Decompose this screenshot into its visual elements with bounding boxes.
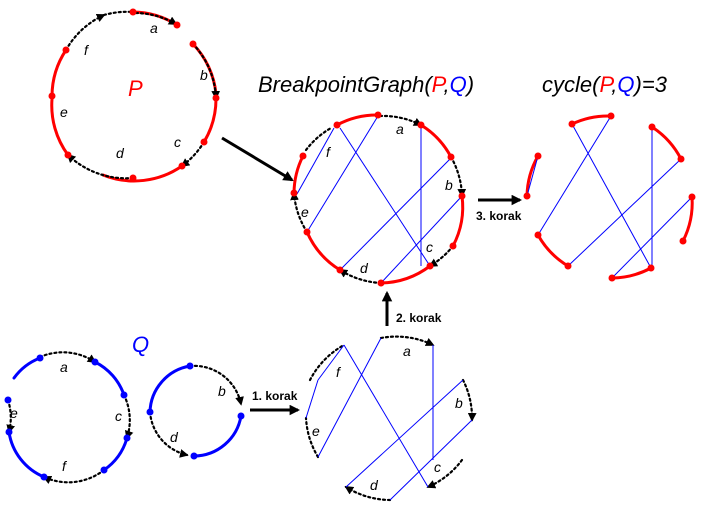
graph-gene-b-label: b xyxy=(445,177,453,193)
graph-gene-f-label: f xyxy=(326,144,332,160)
adj-gene-e-label: e xyxy=(312,423,320,439)
graph-gene-e-label: e xyxy=(301,204,309,220)
graph-gene-d-label: d xyxy=(360,260,369,276)
breakpoint-graph: a b c d e f xyxy=(290,111,467,287)
q-gene-d-label: d xyxy=(170,429,179,445)
genome-p-label: P xyxy=(128,76,143,101)
gene-f-label: f xyxy=(84,42,90,58)
gene-d-label: d xyxy=(116,145,125,161)
graph-gene-c-label: c xyxy=(426,239,433,255)
arrow-p-to-graph xyxy=(221,136,294,182)
genome-q: Q a c f e b d xyxy=(4,332,245,484)
gene-b-label: b xyxy=(200,67,208,83)
q-gene-a-label: a xyxy=(60,359,68,375)
adj-gene-c-label: c xyxy=(434,459,441,475)
cycle-count-title: cycle(P,Q)=3 xyxy=(542,72,668,97)
genome-q-label: Q xyxy=(132,332,149,357)
step-3-label: 3. korak xyxy=(476,209,522,223)
adj-gene-a-label: a xyxy=(403,343,411,359)
breakpoint-graph-title: BreakpointGraph(P,Q) xyxy=(258,72,474,97)
q-gene-b-label: b xyxy=(218,383,226,399)
q-gene-e-label: e xyxy=(10,405,18,421)
gene-c-label: c xyxy=(174,134,181,150)
adj-gene-b-label: b xyxy=(455,395,463,411)
q-gene-c-label: c xyxy=(115,408,122,424)
adj-gene-d-label: d xyxy=(370,477,379,493)
genome-p: P a b c d e f xyxy=(48,8,221,183)
cycle-decomposition xyxy=(523,112,696,282)
adjacency-graph: a b c d e f xyxy=(304,335,477,502)
q-gene-f-label: f xyxy=(62,458,68,474)
step-1-label: 1. korak xyxy=(252,389,298,403)
graph-gene-a-label: a xyxy=(396,121,404,137)
gene-e-label: e xyxy=(60,104,68,120)
step-2-label: 2. korak xyxy=(396,311,442,325)
adj-gene-f-label: f xyxy=(336,364,342,380)
gene-a-label: a xyxy=(150,20,158,36)
